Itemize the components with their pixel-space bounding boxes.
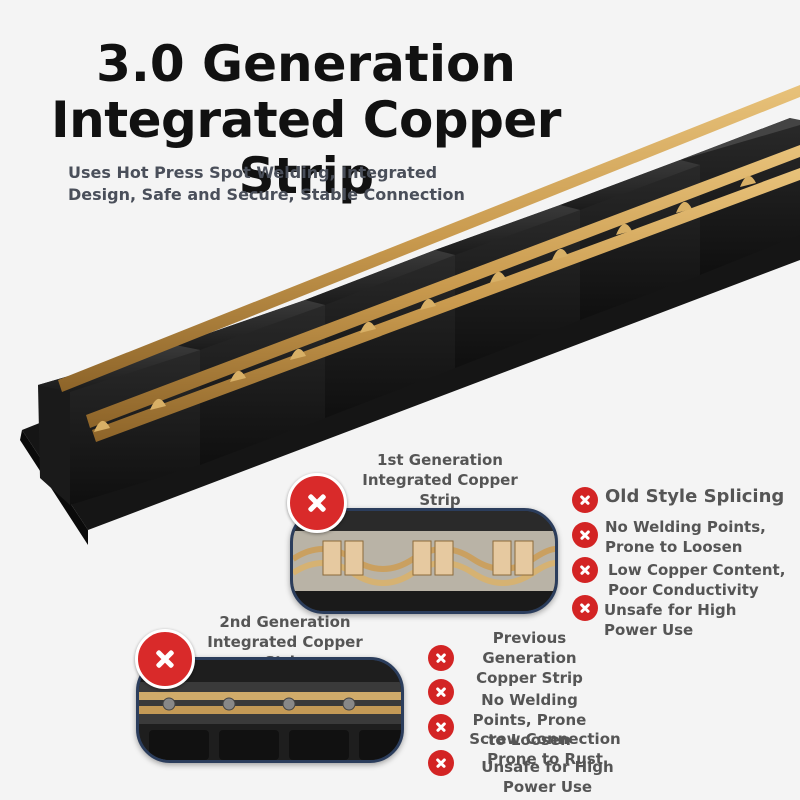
x-icon: [428, 679, 454, 705]
gen2-feature-2: No Welding Points, Prone to Loosen: [472, 691, 587, 749]
gen2-feature-3: Screw Connection Prone to Rust: [469, 730, 621, 768]
x-icon: [572, 557, 598, 583]
x-icon: [572, 595, 598, 621]
gen1-label: 1st Generation Integrated Copper Strip: [362, 451, 518, 509]
title-line-2: Integrated Copper Strip: [51, 91, 561, 205]
gen2-feature-1: Previous Generation Copper Strip: [476, 629, 583, 687]
subtitle: Uses Hot Press Spot Welding, Integrated …: [68, 163, 465, 204]
page-title: 3.0 Generation Integrated Copper Strip: [0, 36, 612, 204]
x-icon: [428, 645, 454, 671]
gen2-feature-4: Unsafe for High Power Use: [481, 758, 614, 796]
gen1-feature-4: Unsafe for High Power Use: [604, 601, 737, 639]
x-icon: [572, 522, 598, 548]
x-icon: [154, 648, 176, 670]
x-icon: [428, 714, 454, 740]
title-line-1: 3.0 Generation: [96, 35, 516, 93]
gen1-feature-1: Old Style Splicing: [605, 486, 785, 507]
x-icon: [572, 487, 598, 513]
gen1-photo: [290, 508, 558, 614]
gen1-strip-image: [293, 511, 555, 611]
x-icon: [306, 492, 328, 514]
gen1-feature-2: No Welding Points, Prone to Loosen: [605, 518, 766, 556]
gen1-cross-badge: [287, 473, 347, 533]
gen2-cross-badge: [135, 629, 195, 689]
x-icon: [428, 750, 454, 776]
gen1-feature-3: Low Copper Content, Poor Conductivity: [608, 561, 786, 599]
